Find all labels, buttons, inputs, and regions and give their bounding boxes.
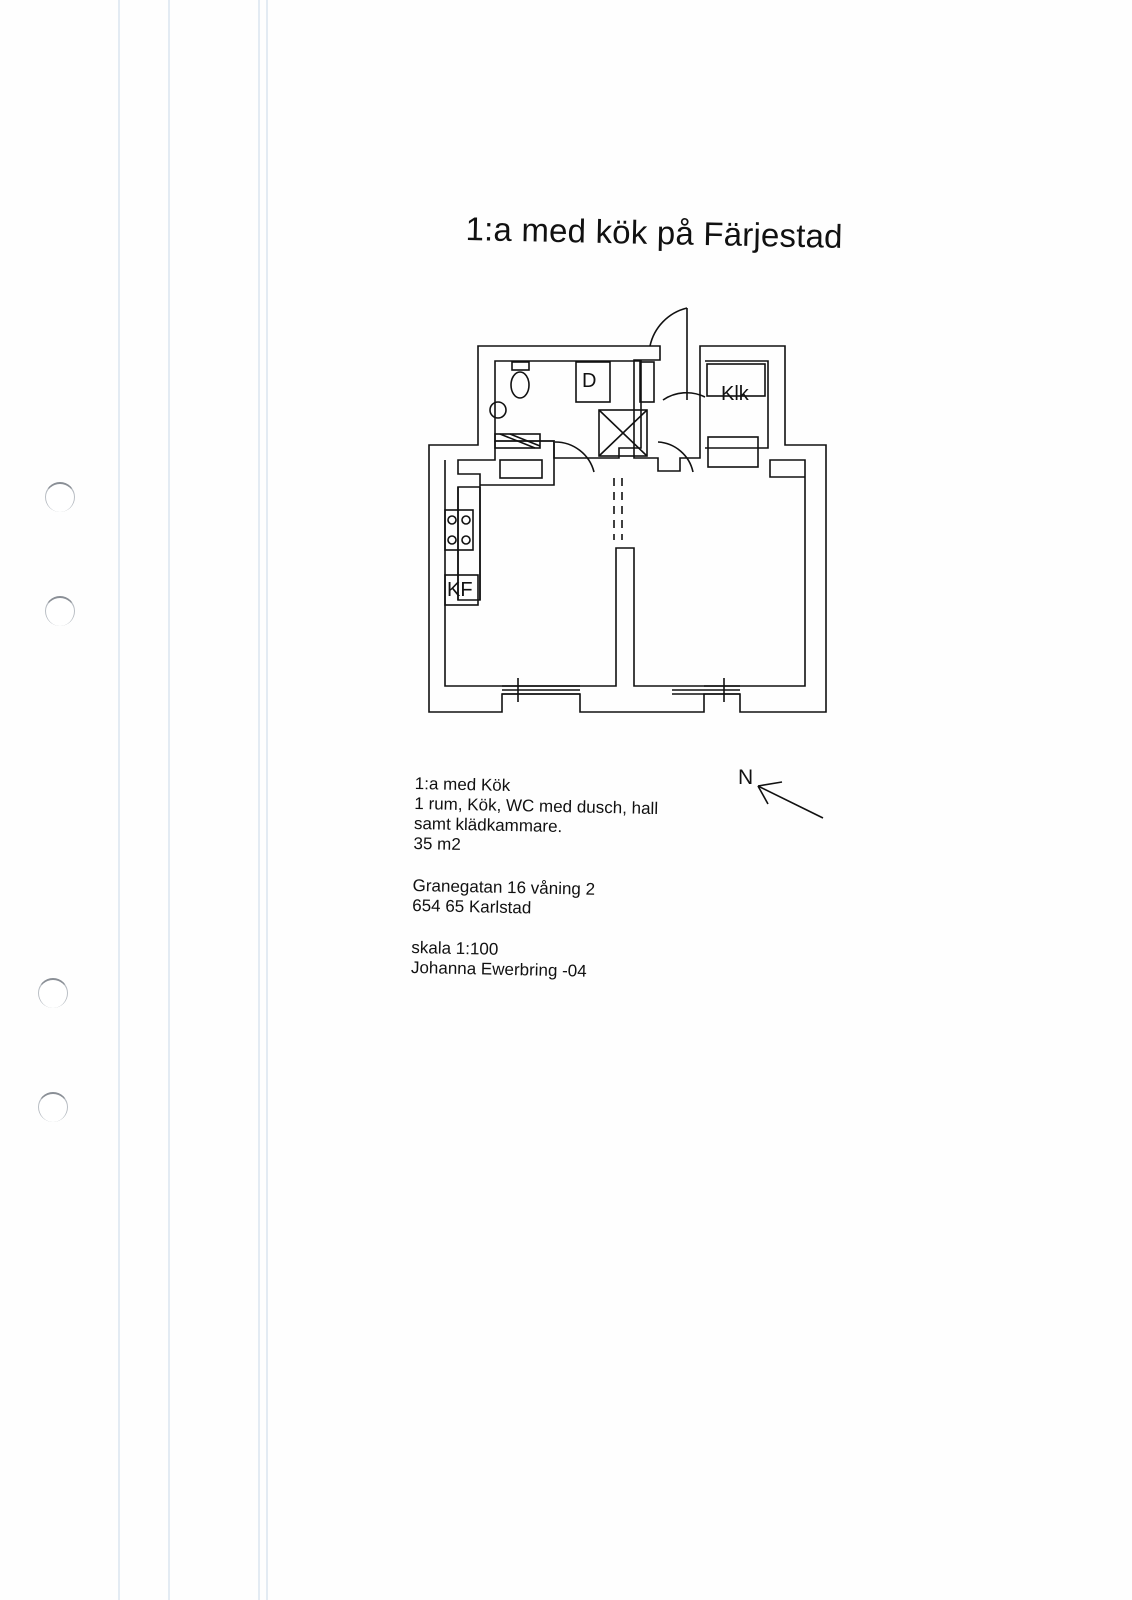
outer-wall <box>428 345 827 713</box>
kitchen-counter <box>457 487 481 600</box>
stove <box>444 509 474 551</box>
binder-stripe <box>168 0 170 1600</box>
binder-stripe <box>266 0 268 1600</box>
sink <box>489 401 507 419</box>
punch-hole <box>38 978 68 1008</box>
shower-label: D <box>582 370 597 392</box>
apartment-info: 1:a med Kök 1 rum, Kök, WC med dusch, ha… <box>411 774 659 983</box>
inner-wall <box>705 360 769 449</box>
north-arrow: N <box>738 766 838 826</box>
punch-hole <box>45 596 75 626</box>
binder-stripe <box>118 0 120 1600</box>
binder-stripe <box>258 0 260 1600</box>
bathroom-wall <box>480 440 555 486</box>
room-opening <box>613 478 623 540</box>
door-swing <box>662 391 706 401</box>
closet <box>706 363 766 397</box>
ventilation-shaft <box>598 409 648 457</box>
toilet <box>510 371 530 399</box>
floor-plan: D Klk KF <box>400 300 840 730</box>
entrance-door <box>649 307 688 400</box>
north-arrow-icon <box>757 781 824 819</box>
punch-hole <box>38 1092 68 1122</box>
door-swing <box>657 441 694 473</box>
closet-label: Klk <box>721 383 749 405</box>
punch-hole <box>45 482 75 512</box>
floor-plan-drawing <box>428 307 827 713</box>
inner-wall <box>444 459 806 687</box>
door-swing <box>554 441 595 473</box>
info-author: Johanna Ewerbring -04 <box>410 957 587 981</box>
window <box>672 685 740 695</box>
shower <box>575 361 611 403</box>
bathroom-wall <box>457 441 496 601</box>
page-title: 1:a med kök på Färjestad <box>465 210 844 255</box>
window <box>502 685 580 695</box>
fridge-freezer-label: KF <box>447 579 473 601</box>
north-letter: N <box>738 766 754 789</box>
fridge-freezer <box>444 574 479 606</box>
